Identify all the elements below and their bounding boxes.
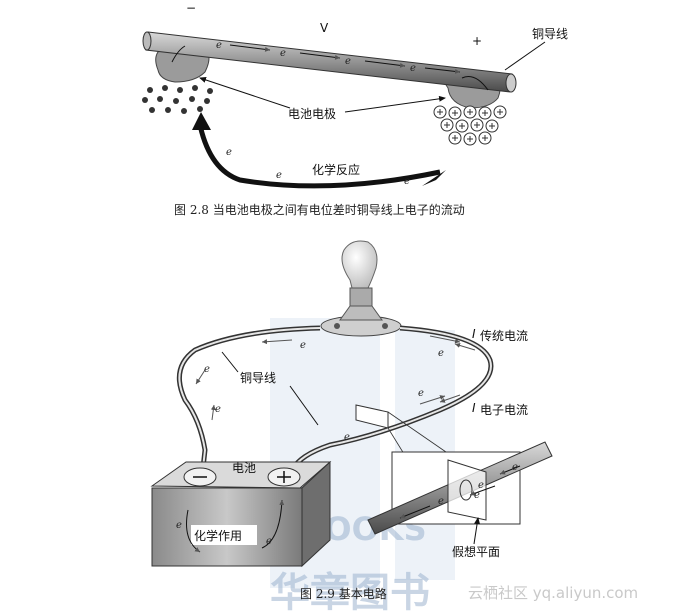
electron-label: e — [404, 176, 410, 187]
chemical-reaction-label: 化学反应 — [312, 162, 360, 177]
electron-label: e — [226, 147, 232, 158]
electron-label: e — [266, 536, 272, 547]
electrode-leader-right — [345, 98, 445, 112]
negative-electrons — [142, 85, 213, 114]
electron-label: e — [418, 388, 424, 399]
conventional-current-symbol: I — [472, 327, 476, 341]
electron-label: e — [344, 432, 350, 443]
battery-label: 电池 — [232, 461, 256, 475]
electron-label: e — [215, 404, 221, 415]
site-watermark: 云栖社区 yq.aliyun.com — [468, 584, 638, 602]
copper-wire-label: 铜导线 — [240, 370, 276, 385]
electron-label: e — [474, 490, 480, 501]
electron-label: e — [438, 348, 444, 359]
electron-label: e — [345, 56, 351, 67]
electron-current-label: 电子电流 — [480, 403, 528, 417]
electron-label: e — [216, 40, 222, 51]
electron-label: e — [438, 496, 444, 507]
figure-2-8: e e e e − V + 铜导线 电池电极 e e e 化学反应 图 2.8 … — [142, 1, 568, 217]
electron-label: e — [512, 462, 518, 473]
bulb-socket-neck — [340, 306, 382, 320]
copper-wire-leader — [505, 42, 545, 70]
voltage-label: V — [320, 21, 329, 35]
reaction-arrowhead — [192, 112, 211, 130]
chemical-action-label: 化学作用 — [194, 528, 242, 543]
figure-2-8-caption: 图 2.8 当电池电极之间有电位差时铜导线上电子的流动 — [174, 202, 465, 217]
positive-ion-signs — [437, 109, 503, 142]
electron-label: e — [478, 480, 484, 491]
electrodes-label: 电池电极 — [288, 107, 336, 121]
bulb-glass — [342, 241, 377, 288]
plus-terminal-label: + — [472, 34, 482, 48]
electron-label: e — [280, 48, 286, 59]
socket-screw — [334, 323, 340, 329]
electron-current-symbol: I — [472, 401, 476, 415]
conventional-current-label: 传统电流 — [480, 328, 528, 343]
electrode-leader-left — [200, 78, 290, 108]
electron-label: e — [300, 340, 306, 351]
electron-label: e — [204, 364, 210, 375]
copper-leader — [222, 352, 238, 372]
electron-label: e — [276, 170, 282, 181]
imaginary-plane-label: 假想平面 — [452, 544, 500, 559]
electron-label: e — [176, 520, 182, 531]
bulb-base — [350, 288, 372, 306]
electron-label: e — [410, 63, 416, 74]
rod-left-end — [143, 32, 151, 50]
rod-right-end — [506, 74, 516, 92]
figure-2-9-caption: 图 2.9 基本电路 — [300, 586, 387, 601]
minus-terminal-label: − — [186, 1, 196, 15]
copper-wire-label: 铜导线 — [532, 26, 568, 41]
socket-screw — [382, 323, 388, 329]
